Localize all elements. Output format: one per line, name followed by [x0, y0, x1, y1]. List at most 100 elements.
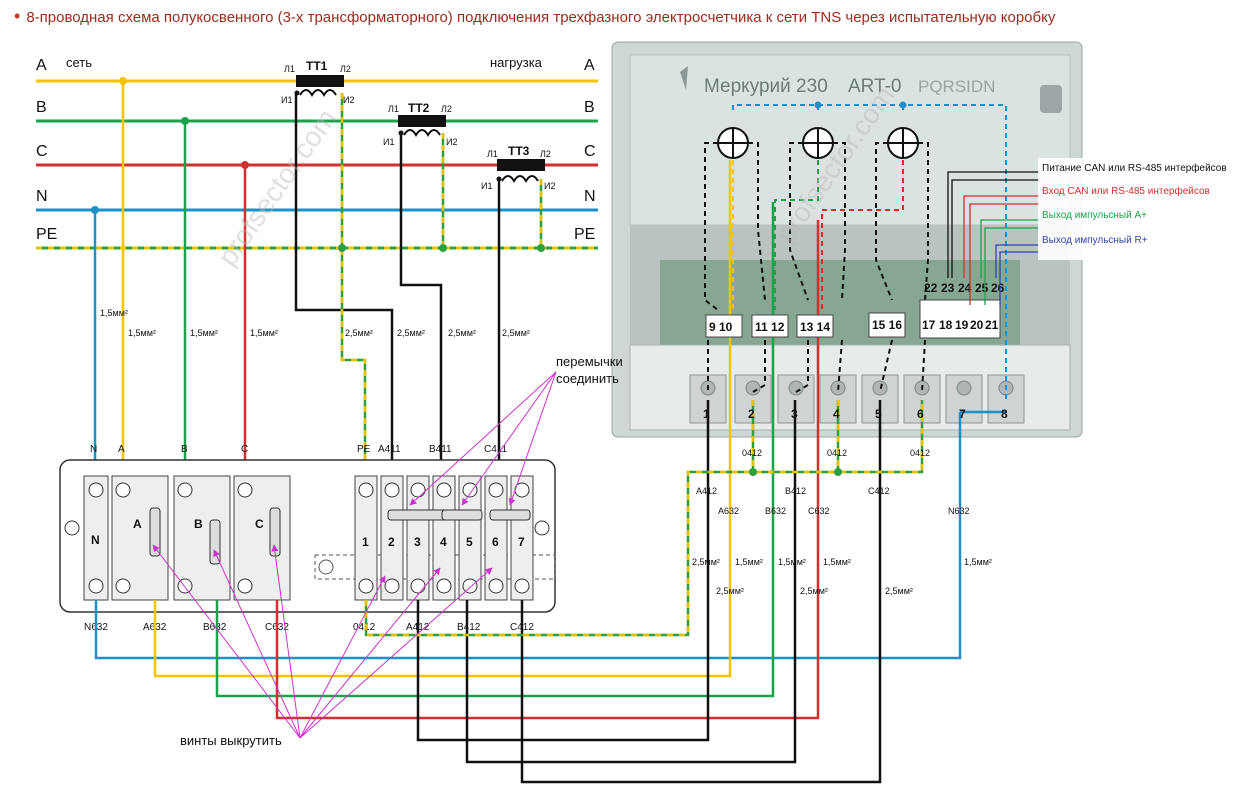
meter-terminal-4: 4: [833, 407, 840, 421]
size-0412-lower: 2,5мм²: [716, 586, 744, 596]
caption-text: 8-проводная схема полукосвенного (3-х тр…: [26, 9, 1056, 26]
meter-terminal-2: 2: [748, 407, 755, 421]
tt1-i1: И1: [281, 95, 292, 105]
iface-21: 21: [985, 318, 999, 332]
tt2-l1: Л1: [388, 104, 399, 114]
meter-terminal-6: 6: [917, 407, 924, 421]
meter-model: ART-0: [848, 76, 902, 97]
iface-22: 22: [924, 281, 938, 295]
terminal-6: 6: [492, 535, 499, 549]
terminal-3: 3: [414, 535, 421, 549]
size-c-upper: 1,5мм²: [250, 328, 278, 338]
jumper-arrows: [409, 371, 557, 506]
test-box-mount-right: [534, 520, 550, 536]
meter-internal-wiring: [704, 104, 1007, 400]
bus-a-label-left: A: [36, 57, 47, 74]
interface-lines: [947, 171, 1040, 305]
drop-wires: [93, 81, 543, 478]
tt3-i2: И2: [544, 181, 555, 191]
tt1-transformer: [294, 75, 344, 97]
size-a412-lower: 2,5мм²: [692, 557, 720, 567]
meter-a632: A632: [718, 506, 739, 516]
aux-11-12: 11 12: [755, 320, 785, 334]
meter-junctions: [749, 468, 842, 476]
iface-17: 17: [922, 318, 936, 332]
bus-n-label-left: N: [36, 188, 48, 205]
size-b-upper: 1,5мм²: [190, 328, 218, 338]
size-n632-lower: 1,5мм²: [964, 557, 992, 567]
aux-9-10: 9 10: [709, 320, 733, 334]
jumpers-label-line1: перемычки: [556, 354, 623, 369]
size-n-upper: 1,5мм²: [100, 308, 128, 318]
bus-a-label-right: A: [584, 57, 595, 74]
bus-pe-label-right: PE: [574, 226, 595, 243]
bus-b-label-right: B: [584, 99, 595, 116]
box-bottom-0412: 0412: [353, 622, 376, 633]
section-a: A: [133, 517, 142, 531]
box-bottom-b412: B412: [457, 622, 481, 633]
iface-18: 18: [939, 318, 953, 332]
iface-input-can-label: Вход CAN или RS-485 интерфейсов: [1042, 185, 1210, 197]
box-top-b: B: [181, 444, 188, 455]
meter-c632: C632: [808, 506, 830, 516]
box-top-n: N: [90, 444, 97, 455]
tt2-i2: И2: [446, 137, 457, 147]
meter-logo-icon: [680, 66, 688, 90]
box-top-a411: A411: [378, 444, 401, 455]
network-label: сеть: [66, 55, 92, 70]
aux-terminal-boxes: [705, 299, 1001, 339]
tt1-l2: Л2: [340, 64, 351, 74]
meter-code: PQRSIDN: [918, 77, 995, 96]
terminal-7: 7: [518, 535, 525, 549]
aux-15-16: 15 16: [872, 318, 902, 332]
section-b: B: [194, 517, 203, 531]
meter-terminal-7: 7: [959, 407, 966, 421]
bus-c-label-right: C: [584, 143, 596, 160]
screws-label: винты выкрутить: [180, 733, 282, 748]
meter-coil-dots: [814, 101, 907, 109]
meter-c412: C412: [868, 486, 890, 496]
iface-pulse-a-label: Выход импульсный А+: [1042, 210, 1147, 221]
aux-13-14: 13 14: [800, 320, 830, 334]
meter-0412-1: 0412: [742, 448, 762, 458]
meter-terminal-8: 8: [1001, 407, 1008, 421]
meter-0412-3: 0412: [910, 448, 930, 458]
tt2-label: ТТ2: [408, 101, 430, 115]
box-bottom-b632: B632: [203, 622, 227, 633]
meter-brand: Меркурий 230: [704, 76, 828, 97]
size-b412-lower: 2,5мм²: [800, 586, 828, 596]
bullet-icon: •: [14, 6, 21, 26]
meter-n632: N632: [948, 506, 970, 516]
tt2-i1: И1: [383, 137, 394, 147]
size-pe-upper: 2,5мм²: [345, 328, 373, 338]
iface-pulse-r-label: Выход импульсный R+: [1042, 235, 1148, 246]
size-b632-lower: 1,5мм²: [778, 557, 806, 567]
terminal-4: 4: [440, 535, 447, 549]
tt3-label: ТТ3: [508, 144, 530, 158]
tt3-l1: Л1: [487, 149, 498, 159]
size-a-upper: 1,5мм²: [128, 328, 156, 338]
load-label: нагрузка: [490, 55, 543, 70]
section-n: N: [91, 533, 100, 547]
junction-dots: [91, 77, 545, 252]
terminal-2: 2: [388, 535, 395, 549]
size-a632-lower: 1,5мм²: [735, 557, 763, 567]
iface-power-can-label: Питание CAN или RS-485 интерфейсов: [1042, 162, 1227, 174]
jumpers-label-line2: соединить: [556, 371, 619, 386]
box-top-c411: C411: [484, 444, 508, 455]
bus-c-label-left: C: [36, 143, 48, 160]
iface-26: 26: [991, 281, 1005, 295]
iface-25: 25: [975, 281, 989, 295]
watermark-left: profsector.com: [212, 103, 343, 271]
tt1-i2: И2: [343, 95, 354, 105]
test-box-links: [149, 507, 531, 565]
meter-b412: B412: [785, 486, 806, 496]
iface-24: 24: [958, 281, 972, 295]
meter-terminal-5: 5: [875, 407, 882, 421]
tt2-l2: Л2: [441, 104, 452, 114]
box-top-a: A: [118, 444, 125, 455]
tt3-transformer: [496, 159, 545, 183]
iface-19: 19: [955, 318, 969, 332]
diagram-caption: • 8-проводная схема полукосвенного (3-х т…: [14, 6, 1055, 27]
